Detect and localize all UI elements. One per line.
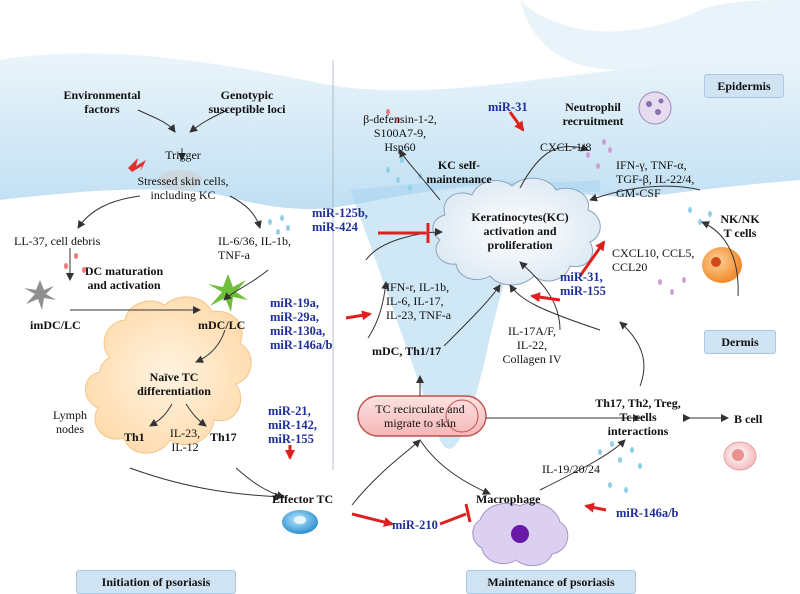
il19-label: IL-19/20/24: [542, 462, 600, 476]
epidermis-layer: [0, 53, 800, 210]
effector-tc-label: Effector TC: [272, 492, 334, 506]
b-cell-label: B cell: [734, 412, 763, 426]
mir21-label: miR-21, miR-142, miR-155: [268, 404, 317, 446]
dermis-layer: [0, 182, 800, 594]
mir125-label: miR-125b, miR-424: [312, 206, 368, 234]
imdc-label: imDC/LC: [30, 318, 81, 332]
effector-tc-cell: [282, 510, 318, 534]
nk-cell: [702, 247, 742, 283]
ifn-r-label: IFN-r, IL-1b, IL-6, IL-17, IL-23, TNF-a: [386, 280, 452, 322]
maintenance-label: Maintenance of psoriasis: [466, 570, 636, 594]
cxcl10-label: CXCL10, CCL5, CCL20: [612, 246, 695, 274]
ifn-gamma-label: IFN-γ, TNF-α, TGF-β, IL-22/4, GM-CSF: [616, 158, 695, 200]
th17-group: Th17, Th2, Treg, Tc cells interactions: [595, 396, 681, 438]
dermis-label: Dermis: [704, 330, 776, 354]
il23-label: IL-23, IL-12: [169, 426, 201, 454]
macrophage-cell: [472, 502, 569, 567]
mir31-top: miR-31: [488, 100, 528, 114]
genotypic-loci: Genotypic susceptible loci: [208, 88, 286, 116]
il17-label: IL-17A/F, IL-22, Collagen IV: [502, 324, 562, 366]
mdc-th-label: mDC, Th1/17: [372, 344, 442, 358]
imdc-shape: [24, 280, 56, 310]
epidermis-label: Epidermis: [704, 74, 784, 98]
tc-recirculate: TC recirculate and migrate to skin: [375, 402, 465, 430]
red-dots: [64, 109, 400, 273]
neutrophil-cell: [638, 91, 672, 125]
lymph-node-cloud: [85, 296, 252, 454]
nk-label: NK/NK T cells: [720, 212, 760, 240]
mdc-label: mDC/LC: [198, 318, 246, 332]
kc-self-maintenance: KC self- maintenance: [426, 158, 492, 186]
flow-arrows: [66, 109, 739, 506]
trigger-label: Trigger: [165, 148, 201, 162]
dc-maturation: DC maturation and activation: [84, 264, 164, 292]
environmental-factors: Environmental factors: [63, 88, 141, 116]
th17-label: Th17: [210, 430, 237, 444]
mir146-label: miR-146a/b: [616, 506, 679, 520]
mir210-label: miR-210: [392, 518, 438, 532]
kc-activation: Keratinocytes(KC) activation and prolife…: [471, 210, 569, 252]
cxcl18-label: CXCL-1/8: [540, 140, 592, 154]
neutrophil-label: Neutrophil recruitment: [562, 100, 624, 128]
chemokine-dots: [586, 139, 686, 295]
th1-label: Th1: [124, 430, 145, 444]
tc-recirculate-pill: [357, 395, 487, 437]
initiation-label: Initiation of psoriasis: [76, 570, 236, 594]
naive-tc: Naïve TC differentiation: [137, 370, 211, 398]
ll37-label: LL-37, cell debris: [14, 234, 101, 248]
trigger-bolt: [128, 158, 146, 172]
b-cell-shape: [723, 441, 757, 471]
stressed-cells: Stressed skin cells, including KC: [137, 174, 229, 202]
red-arrows: [285, 111, 607, 527]
il6-label: IL-6/36, IL-1b, TNF-a: [218, 234, 291, 262]
lymph-nodes: Lymph nodes: [52, 408, 87, 436]
cytokine-dots: [268, 157, 712, 493]
macrophage-label: Macrophage: [476, 492, 541, 506]
mir19-label: miR-19a, miR-29a, miR-130a, miR-146a/b: [270, 296, 333, 352]
defensin-label: β-defensin-1-2, S100A7-9, Hsp60: [363, 112, 437, 154]
mir31-155-label: miR-31, miR-155: [560, 270, 606, 298]
